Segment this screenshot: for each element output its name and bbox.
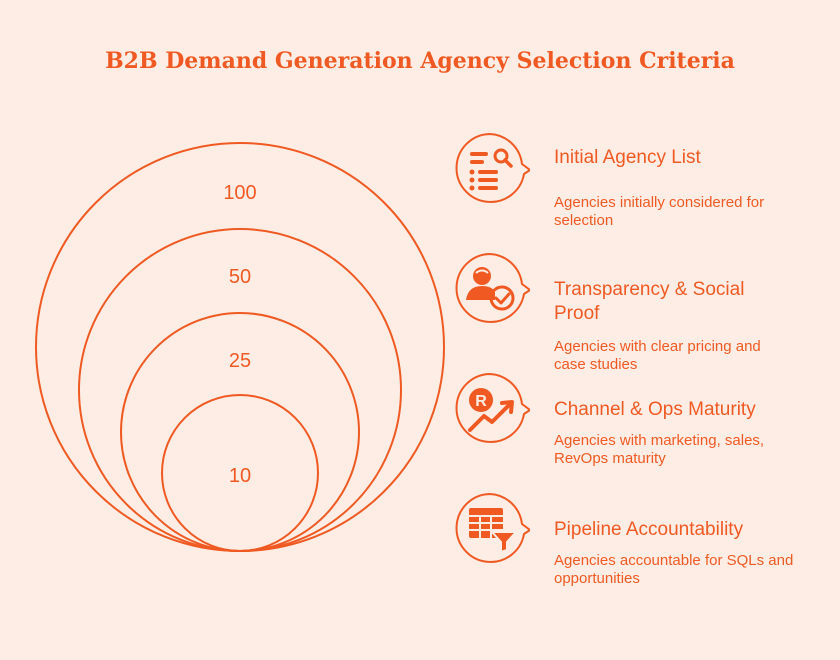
criterion-title: Transparency & Social Proof <box>554 279 745 324</box>
criterion-title: Pipeline Accountability <box>554 519 744 540</box>
criterion-description: Agencies initially considered for select… <box>554 194 765 229</box>
user-check-icon <box>455 252 530 323</box>
criterion-description: Agencies with clear pricing and case stu… <box>554 338 761 373</box>
criterion-title: Channel & Ops Maturity <box>554 399 756 420</box>
criterion-pipeline-accountability: Pipeline Accountability Agencies account… <box>454 492 834 602</box>
search-list-icon <box>455 132 530 203</box>
circle-level-4 <box>161 394 319 552</box>
circle-level-1 <box>35 142 445 552</box>
growth-chart-icon: R <box>455 372 530 443</box>
page-title: B2B Demand Generation Agency Selection C… <box>105 48 735 74</box>
criterion-description: Agencies with marketing, sales, RevOps m… <box>554 432 765 467</box>
circle-label-level-1: 100 <box>223 182 256 204</box>
criterion-description: Agencies accountable for SQLs and opport… <box>554 552 794 587</box>
circle-label-level-4: 10 <box>229 465 251 487</box>
criterion-transparency-social-proof: Transparency & Social Proof Agencies wit… <box>454 252 834 373</box>
table-filter-icon <box>455 492 530 563</box>
circle-label-level-3: 25 <box>229 350 251 372</box>
circle-label-level-2: 50 <box>229 266 251 288</box>
criterion-channel-ops-maturity: R Channel & Ops Maturity Agencies with m… <box>454 372 834 482</box>
criterion-title: Initial Agency List <box>554 147 701 168</box>
criterion-initial-agency-list: Initial Agency List Agencies initially c… <box>454 132 834 242</box>
circle-level-3 <box>120 312 360 552</box>
svg-text:R: R <box>475 393 487 410</box>
